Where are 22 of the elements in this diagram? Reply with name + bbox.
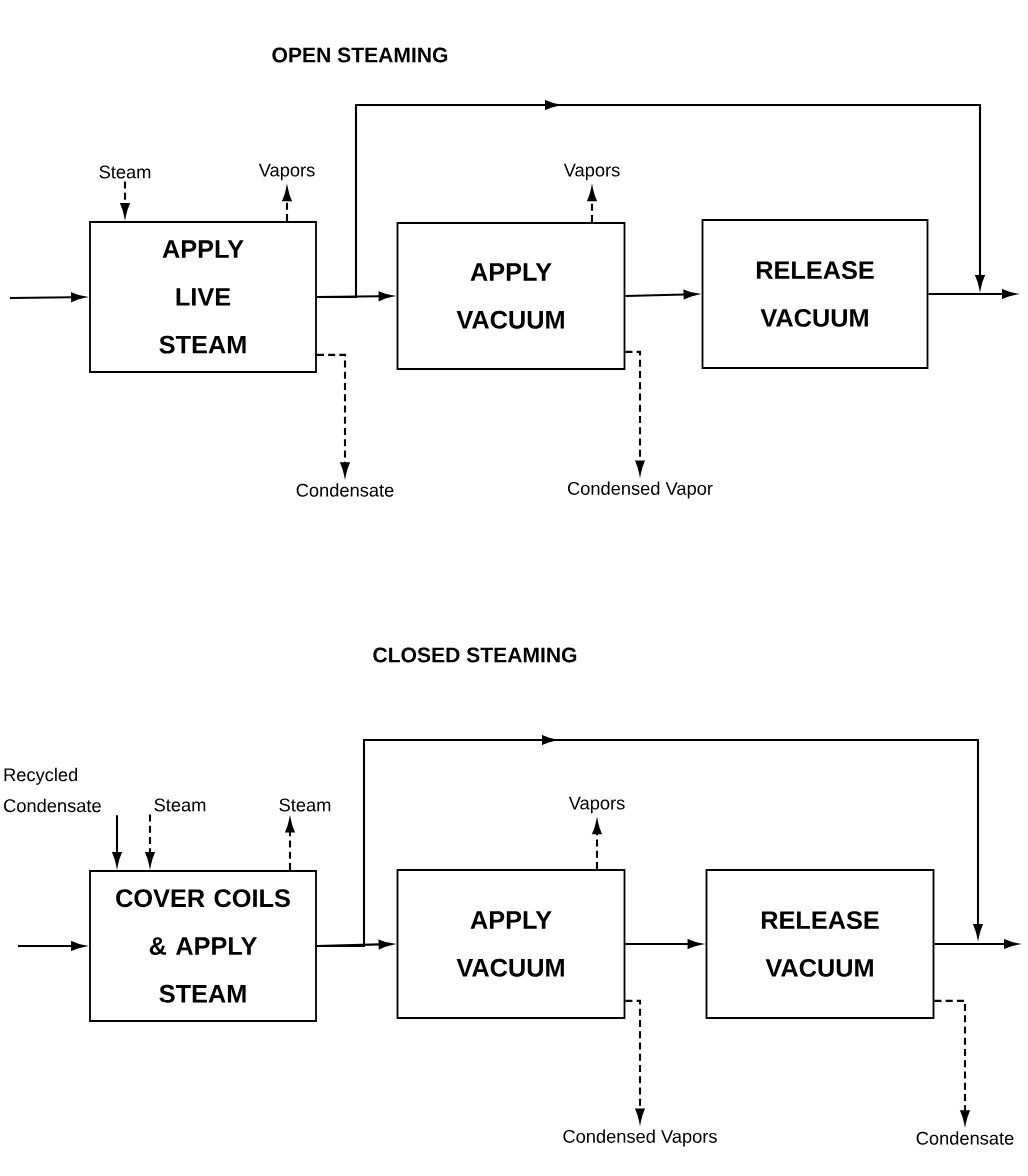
- arrow: [316, 735, 983, 948]
- flow-label: Steam: [154, 798, 206, 812]
- flow-label: Vapors: [563, 163, 620, 181]
- flow-label: Condensed Vapors: [563, 1129, 717, 1147]
- flow-label: Vapors: [568, 796, 625, 814]
- flow-label: Steam: [99, 165, 151, 179]
- process-box: RELEASE VACUUM: [701, 219, 929, 369]
- process-box: APPLY LIVE STEAM: [89, 221, 317, 373]
- process-box: RELEASE VACUUM: [705, 869, 935, 1019]
- flow-label: Recycled Condensate: [4, 767, 101, 813]
- process-box: APPLY VACUUM: [396, 869, 626, 1019]
- arrow: [625, 939, 702, 949]
- process-box: APPLY VACUUM: [396, 222, 626, 370]
- flow-label: Steam: [279, 798, 331, 812]
- flow-label: Condensed Vapor: [567, 481, 713, 499]
- process-box: COVER COILS & APPLY STEAM: [89, 870, 317, 1022]
- flow-label: Vapors: [258, 163, 315, 181]
- section-heading: CLOSED STEAMING: [373, 647, 577, 663]
- arrow: [625, 289, 698, 300]
- section-heading: OPEN STEAMING: [272, 47, 448, 63]
- flow-label: Condensate: [296, 483, 394, 497]
- flow-label: Condensate: [916, 1131, 1014, 1145]
